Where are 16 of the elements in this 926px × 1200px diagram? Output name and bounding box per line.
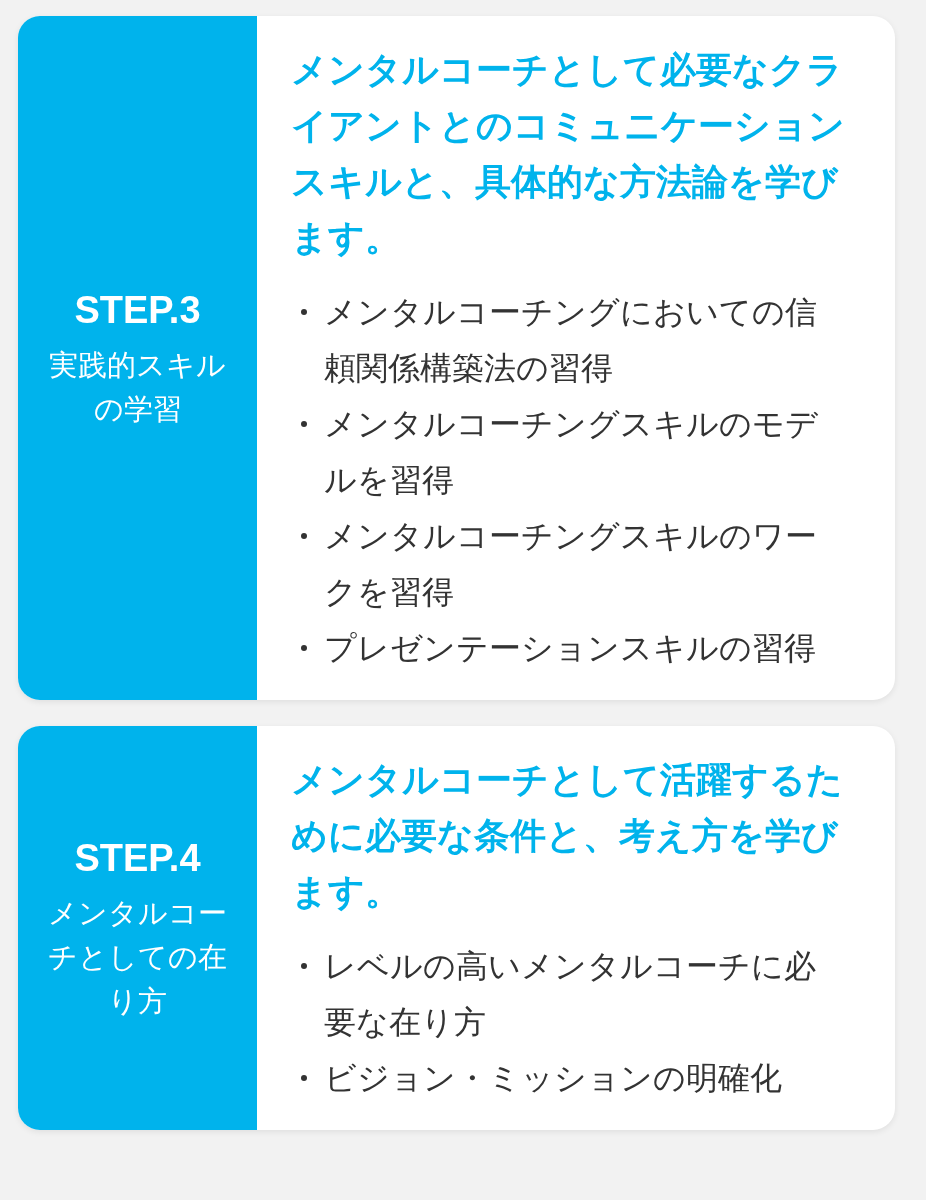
step-title: 実践的スキルの学習 xyxy=(48,348,227,427)
step-heading: メンタルコーチとして必要なクライアントとのコミュニケーションスキルと、具体的な方法論を学びます。 xyxy=(291,48,845,260)
step-number: STEP.3 xyxy=(74,288,201,333)
bullet-text: ビジョン・ミッションの明確化 xyxy=(324,1059,782,1098)
bullet-text: プレゼンテーションスキルの習得 xyxy=(324,629,816,668)
bullet-text: メンタルコーチングにおいての信頼関係構築法の習得 xyxy=(324,293,818,388)
bullet-text: メンタルコーチングスキルのモデルを習得 xyxy=(324,405,819,500)
step-title: メンタルコーチとしての在り方 xyxy=(47,896,228,1019)
step-panel xyxy=(18,16,257,700)
step-heading: メンタルコーチとして活躍するために必要な条件と、考え方を学びます。 xyxy=(291,758,844,914)
step-number: STEP.4 xyxy=(74,836,201,881)
step-card xyxy=(18,16,895,700)
bullet-text: レベルの高いメンタルコーチに必要な在り方 xyxy=(324,947,817,1042)
bullet-text: メンタルコーチングスキルのワークを習得 xyxy=(324,517,818,612)
step-panel xyxy=(18,726,257,1130)
step-card xyxy=(18,726,895,1130)
